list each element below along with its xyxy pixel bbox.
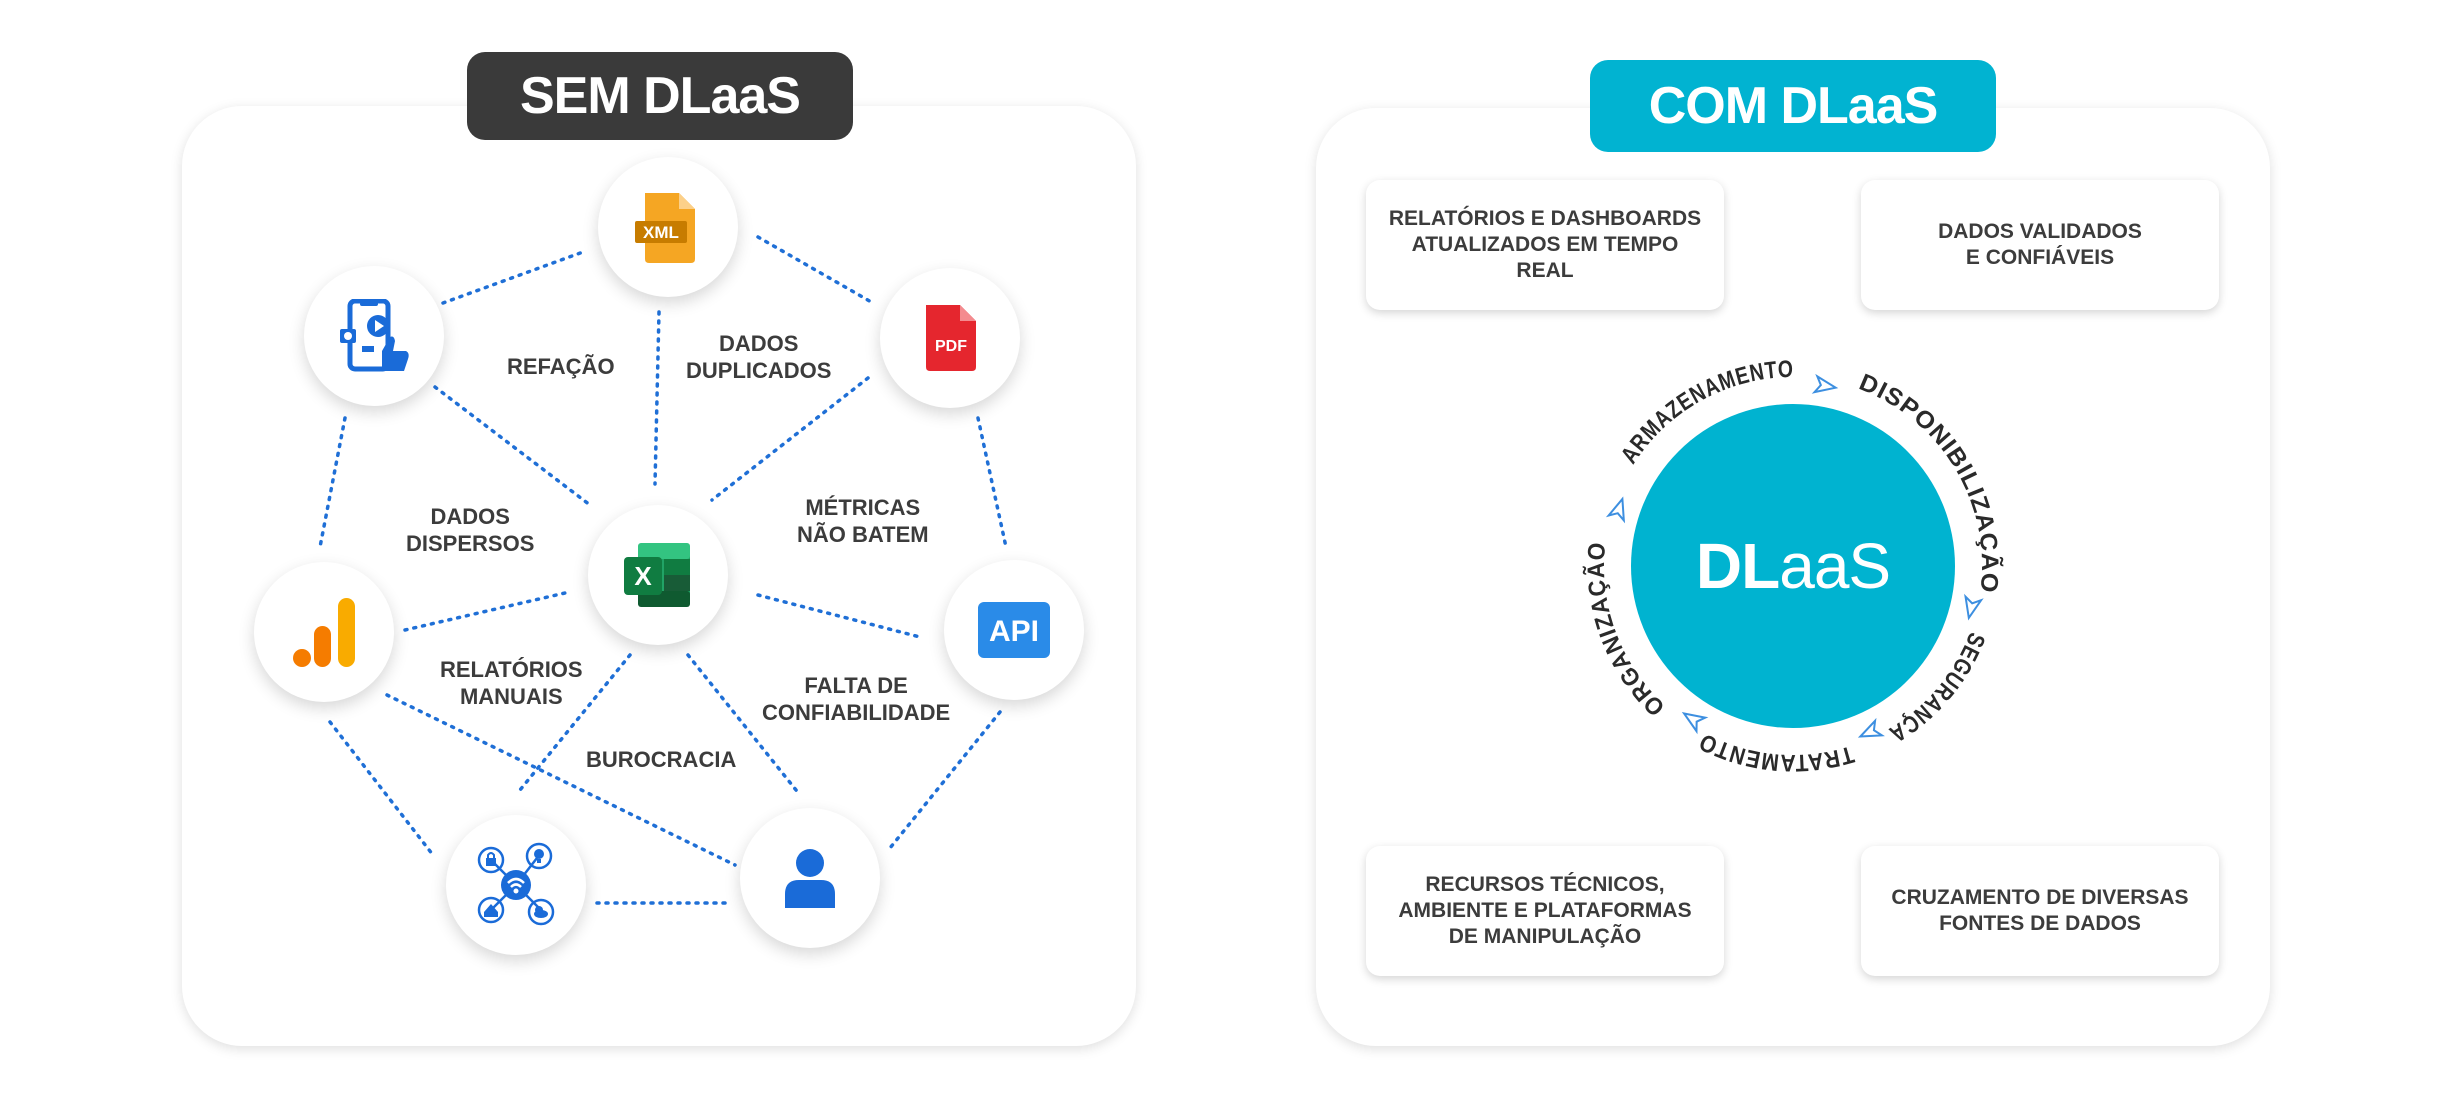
svg-text:PDF: PDF xyxy=(935,338,967,355)
network-node xyxy=(446,815,586,955)
card-dados-validados: DADOS VALIDADOS E CONFIÁVEIS xyxy=(1861,180,2219,310)
cycle-arrow-icon xyxy=(1811,373,1839,394)
svg-text:API: API xyxy=(989,615,1039,648)
analytics-node xyxy=(254,562,394,702)
mobile-app-icon xyxy=(340,299,409,372)
xml-file-icon: XML xyxy=(635,193,695,263)
cycle-label-organizacao: ORGANIZAÇÃO xyxy=(1582,541,1670,721)
label-relatorios-manuais: RELATÓRIOS MANUAIS xyxy=(440,657,583,709)
sem-dlaas-title: SEM DLaaS xyxy=(467,52,853,140)
mobile-app-node xyxy=(304,266,444,406)
label-falta-confiabilidade: FALTA DE CONFIABILIDADE xyxy=(762,673,951,725)
smart-network-icon xyxy=(477,842,555,926)
svg-text:X: X xyxy=(634,561,652,591)
cycle-ring: ARMAZENAMENTO DISPONIBILIZAÇÃO SEGURANÇA TR… xyxy=(1582,356,2004,776)
dlaas-core-circle: DLaaS xyxy=(1631,404,1955,728)
excel-icon: X xyxy=(624,543,690,607)
cycle-arrow-icon xyxy=(1964,593,1984,621)
analytics-bars-icon xyxy=(293,598,355,667)
api-node: API xyxy=(944,560,1084,700)
dlaas-logo: DLaaS xyxy=(1695,530,1891,602)
card-relatorios-dashboards: RELATÓRIOS E DASHBOARDS ATUALIZADOS EM T… xyxy=(1366,180,1724,310)
label-burocracia: BUROCRACIA xyxy=(586,747,737,772)
cycle-label-seguranca: SEGURANÇA xyxy=(1884,629,1990,748)
cycle-arrow-icon xyxy=(1857,717,1885,738)
pdf-node: PDF xyxy=(880,268,1020,408)
card-cruzamento-fontes: CRUZAMENTO DE DIVERSAS FONTES DE DADOS xyxy=(1861,846,2219,976)
user-node xyxy=(740,808,880,948)
pdf-file-icon: PDF xyxy=(926,305,976,371)
xml-node: XML xyxy=(598,157,738,297)
cycle-label-armazenamento: ARMAZENAMENTO xyxy=(1616,356,1795,469)
label-dados-duplicados: DADOS DUPLICADOS xyxy=(686,331,832,383)
user-icon xyxy=(785,849,835,908)
card-recursos-tecnicos: RECURSOS TÉCNICOS, AMBIENTE E PLATAFORMA… xyxy=(1366,846,1724,976)
excel-node: X xyxy=(588,505,728,645)
com-dlaas-title: COM DLaaS xyxy=(1590,60,1996,152)
api-icon: API xyxy=(978,602,1050,658)
cycle-arrow-icon xyxy=(1681,712,1709,735)
cycle-label-tratamento: TRATAMENTO xyxy=(1695,727,1857,776)
svg-text:XML: XML xyxy=(643,223,679,242)
cycle-label-disponibilizacao: DISPONIBILIZAÇÃO xyxy=(1855,369,2004,595)
cycle-arrow-icon xyxy=(1605,496,1626,524)
label-refacao: REFAÇÃO xyxy=(507,354,615,379)
label-metricas-nao-batem: MÉTRICAS NÃO BATEM xyxy=(797,495,929,547)
label-dados-dispersos: DADOS DISPERSOS xyxy=(406,504,535,556)
